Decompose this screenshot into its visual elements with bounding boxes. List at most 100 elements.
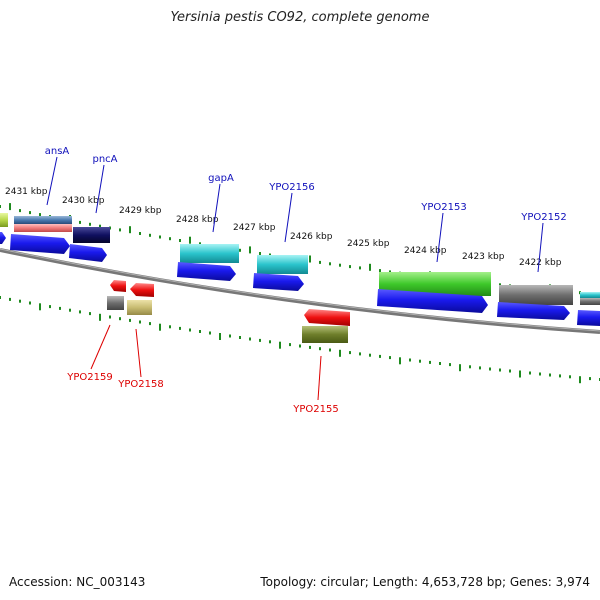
major-tick xyxy=(309,255,311,263)
leader-gapA xyxy=(212,183,221,233)
minor-tick xyxy=(549,373,551,377)
accession-text: Accession: NC_003143 xyxy=(9,575,146,589)
minor-tick xyxy=(479,366,481,370)
major-tick xyxy=(399,357,401,365)
minor-tick xyxy=(89,222,91,226)
minor-tick xyxy=(229,334,231,338)
gene-label-forward: YPO2152 xyxy=(520,212,566,223)
map-title: Yersinia pestis CO92, complete genome xyxy=(170,10,430,25)
minor-tick xyxy=(359,352,361,356)
minor-tick xyxy=(289,343,291,347)
minor-tick xyxy=(349,265,351,269)
minor-tick xyxy=(79,310,81,314)
leader-YPO2158 xyxy=(135,328,142,378)
tick-label: 2423 kbp xyxy=(462,252,505,262)
minor-tick xyxy=(239,336,241,339)
minor-tick xyxy=(319,347,321,351)
tick-label: 2426 kbp xyxy=(290,232,333,242)
major-tick xyxy=(249,246,251,254)
minor-tick xyxy=(309,345,311,349)
gene-label-forward: YPO2156 xyxy=(268,182,314,193)
major-tick xyxy=(459,364,461,372)
leader-ansA xyxy=(46,156,58,206)
minor-tick xyxy=(499,368,501,372)
minor-tick xyxy=(79,220,81,224)
forward-features xyxy=(0,213,600,305)
minor-tick xyxy=(59,306,61,310)
minor-tick xyxy=(259,338,261,342)
minor-tick xyxy=(239,248,241,252)
minor-tick xyxy=(419,359,421,363)
cds-arrow xyxy=(69,244,107,262)
minor-tick xyxy=(259,252,261,255)
leader-pncA xyxy=(95,164,105,214)
minor-tick xyxy=(9,297,11,301)
minor-tick xyxy=(139,232,141,235)
forward-cds-arrows xyxy=(0,232,600,326)
tick-labels: 2431 kbp 2430 kbp 2429 kbp 2428 kbp 2427… xyxy=(5,187,562,268)
major-tick xyxy=(39,303,41,311)
gene-label-reverse: YPO2159 xyxy=(66,372,112,383)
cds-arrow xyxy=(253,273,304,291)
leader-YPO2155 xyxy=(317,355,322,401)
minor-tick xyxy=(329,348,331,352)
feature-YPO2156 xyxy=(257,255,308,274)
minor-tick xyxy=(389,270,391,274)
minor-tick xyxy=(109,315,111,319)
minor-tick xyxy=(119,317,121,321)
minor-tick xyxy=(129,318,131,322)
minor-tick xyxy=(539,372,541,376)
cds-arrow xyxy=(0,232,6,244)
minor-tick xyxy=(49,305,51,309)
major-tick xyxy=(519,370,521,378)
feature-YPO2155 xyxy=(302,326,348,343)
genome-stats-text: Topology: circular; Length: 4,653,728 bp… xyxy=(260,575,590,589)
minor-tick xyxy=(149,322,151,326)
major-tick xyxy=(279,341,281,349)
gene-labels: ansA pncA gapA YPO2156 YPO2153 YPO2152 Y… xyxy=(45,146,567,415)
tick-label: 2429 kbp xyxy=(119,206,162,216)
reverse-tick-track xyxy=(0,296,600,384)
tick-label: 2430 kbp xyxy=(62,196,105,206)
minor-tick xyxy=(409,358,411,362)
rev-cds-arrow xyxy=(110,280,126,292)
feature-ansA-steel xyxy=(14,216,72,224)
minor-tick xyxy=(69,308,71,312)
cds-arrow xyxy=(177,262,236,281)
cds-arrow xyxy=(577,310,600,326)
minor-tick xyxy=(39,213,41,217)
major-tick xyxy=(189,236,191,244)
minor-tick xyxy=(439,362,441,365)
feature-YPO2158 xyxy=(127,300,152,315)
major-tick xyxy=(369,263,371,271)
leader-YPO2153 xyxy=(436,212,444,263)
gene-label-reverse: YPO2158 xyxy=(117,379,163,390)
major-tick xyxy=(159,323,161,331)
gene-label-forward: gapA xyxy=(208,173,234,184)
cds-arrow xyxy=(10,234,70,254)
minor-tick xyxy=(29,301,31,305)
minor-tick xyxy=(569,375,571,379)
gene-label-forward: pncA xyxy=(92,154,117,165)
minor-tick xyxy=(99,224,101,228)
minor-tick xyxy=(29,211,31,215)
minor-tick xyxy=(429,360,431,364)
tick-label: 2425 kbp xyxy=(347,239,390,249)
gene-label-forward: YPO2153 xyxy=(420,202,466,213)
backbone-highlight xyxy=(0,248,600,332)
minor-tick xyxy=(89,312,91,316)
minor-tick xyxy=(379,269,381,273)
minor-tick xyxy=(339,263,341,267)
gene-label-forward: ansA xyxy=(45,146,70,157)
tick-label: 2427 kbp xyxy=(233,223,276,233)
minor-tick xyxy=(19,299,21,303)
minor-tick xyxy=(209,331,211,335)
minor-tick xyxy=(509,369,511,373)
minor-tick xyxy=(349,351,351,355)
minor-tick xyxy=(329,262,331,266)
minor-tick xyxy=(559,374,561,378)
minor-tick xyxy=(189,328,191,332)
cds-arrow xyxy=(377,289,488,313)
feature-edge-cyan xyxy=(580,292,600,298)
